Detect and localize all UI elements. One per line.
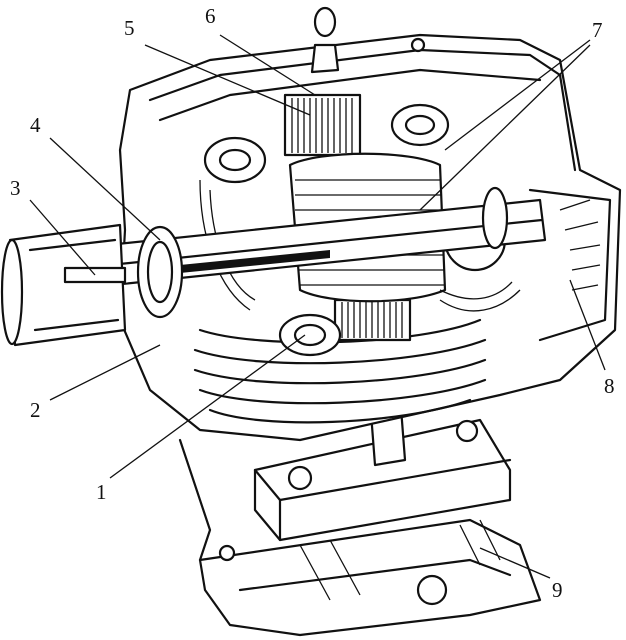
label-9: 9 xyxy=(552,578,563,602)
label-7: 7 xyxy=(592,18,603,42)
label-6: 6 xyxy=(205,4,216,28)
label-4: 4 xyxy=(30,113,41,137)
label-3: 3 xyxy=(10,176,21,200)
leader-lines xyxy=(29,34,606,579)
label-5: 5 xyxy=(124,16,135,40)
shaft xyxy=(0,186,547,347)
label-8: 8 xyxy=(604,374,615,398)
label-2: 2 xyxy=(30,398,41,422)
label-1: 1 xyxy=(96,480,107,504)
